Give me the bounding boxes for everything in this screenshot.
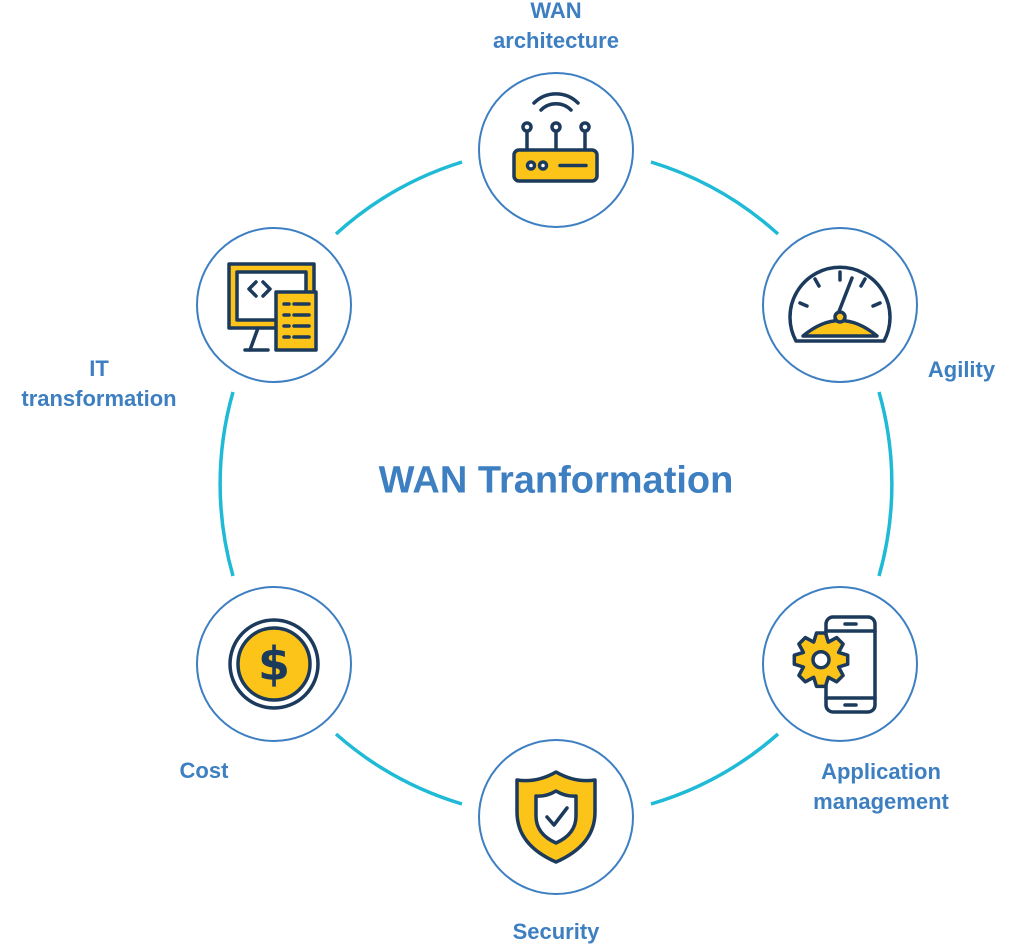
- phone-gear-icon: [792, 615, 877, 714]
- label-wan-architecture: WAN architecture: [493, 0, 619, 53]
- shield-check-icon: [515, 770, 597, 864]
- ring-arc: [218, 391, 235, 577]
- connector-ring: [218, 160, 894, 806]
- speedometer-icon: [788, 265, 892, 343]
- diagram-title: WAN Tranformation: [378, 459, 734, 502]
- label-agility: Agility: [927, 357, 996, 382]
- dollar-coin-icon: $: [228, 618, 320, 710]
- router-icon: [512, 92, 599, 183]
- ring-arc: [650, 732, 780, 806]
- code-monitor-icon: [227, 262, 318, 352]
- label-security: Security: [512, 919, 600, 944]
- label-cost: Cost: [179, 758, 229, 783]
- ring-arc: [334, 732, 463, 806]
- ring-arc: [877, 391, 894, 577]
- label-it-transformation: IT transformation: [21, 356, 177, 411]
- ring-arc: [650, 160, 780, 236]
- label-application-management: Application management: [813, 759, 949, 814]
- ring-arc: [334, 160, 463, 236]
- svg-text:$: $: [258, 637, 290, 691]
